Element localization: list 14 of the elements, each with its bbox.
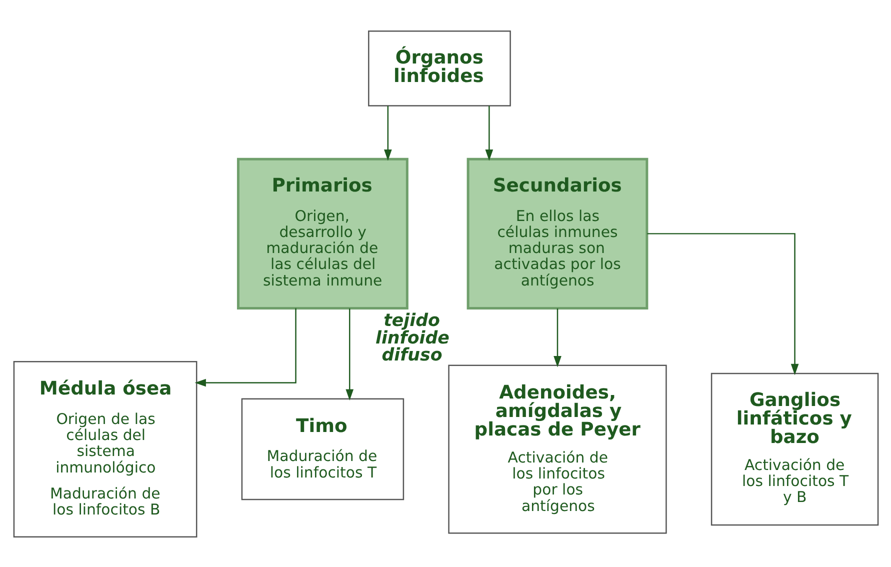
arrow xyxy=(553,308,561,367)
node-box: Primarios Origen, desarrollo y maduración de las células del sistema inmune xyxy=(236,157,408,309)
arrow xyxy=(384,105,392,160)
arrow xyxy=(484,105,493,160)
node-box: Timo Maduración de los linfocitos T xyxy=(240,398,404,500)
arrow xyxy=(646,232,798,375)
arrow xyxy=(345,308,354,400)
node-box: Ganglios linfáticos y bazo Activación de los linfocitos T y B xyxy=(710,372,878,526)
arrow xyxy=(194,308,296,386)
node-box: Médula ósea Origen de las células del sistema inmunológico Maduración de los linfocitos B xyxy=(12,360,197,537)
node-box: Secundarios En ellos las células inmunes maduras son activadas por los antígenos xyxy=(466,157,648,309)
node-label: tejido linfoide difuso xyxy=(374,310,449,366)
node-box: Órganos linfoides xyxy=(368,30,510,106)
node-box: Adenoides, amígdalas y placas de Peyer Activación de los linfocitos por los antígenos xyxy=(448,364,666,534)
